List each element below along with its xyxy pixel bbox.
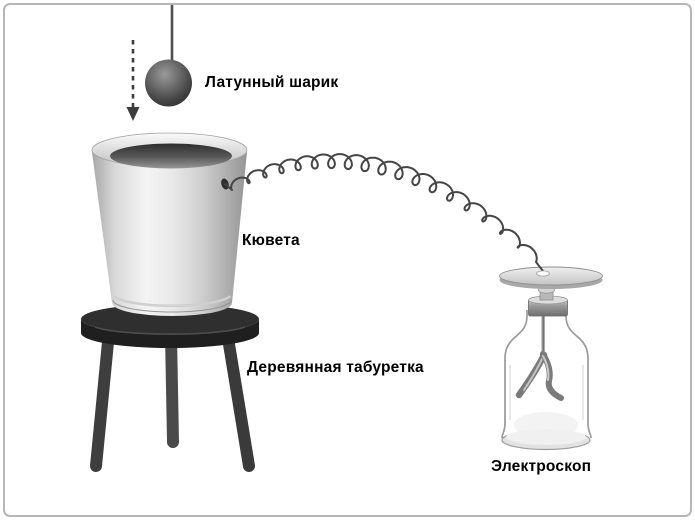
bucket-body — [92, 152, 247, 316]
bottle-glass-right — [565, 310, 592, 439]
wooden-stool — [81, 304, 259, 472]
bucket-opening — [110, 143, 232, 169]
label-electroscope: Электроскоп — [491, 458, 592, 475]
dashed-down-arrow-icon — [126, 40, 140, 121]
brass-ball — [145, 59, 192, 107]
coil-wire — [224, 153, 544, 272]
label-wooden-stool: Деревянная табуретка — [247, 359, 424, 376]
label-brass-ball: Латунный шарик — [205, 74, 339, 91]
stool-leg-middle — [165, 329, 179, 448]
stool-seat-edge — [81, 319, 259, 348]
electroscope — [499, 266, 603, 451]
label-cuvette: Кювета — [242, 232, 300, 249]
bottle-glass-left — [501, 310, 528, 439]
cuvette-bucket — [91, 132, 248, 316]
bottle-base-top — [506, 429, 586, 445]
electroscope-leaves — [515, 351, 564, 401]
stool-leg-right — [221, 326, 255, 472]
electroscope-plate — [499, 266, 603, 286]
plate-hole — [536, 270, 550, 277]
stool-leg-left — [90, 326, 115, 472]
